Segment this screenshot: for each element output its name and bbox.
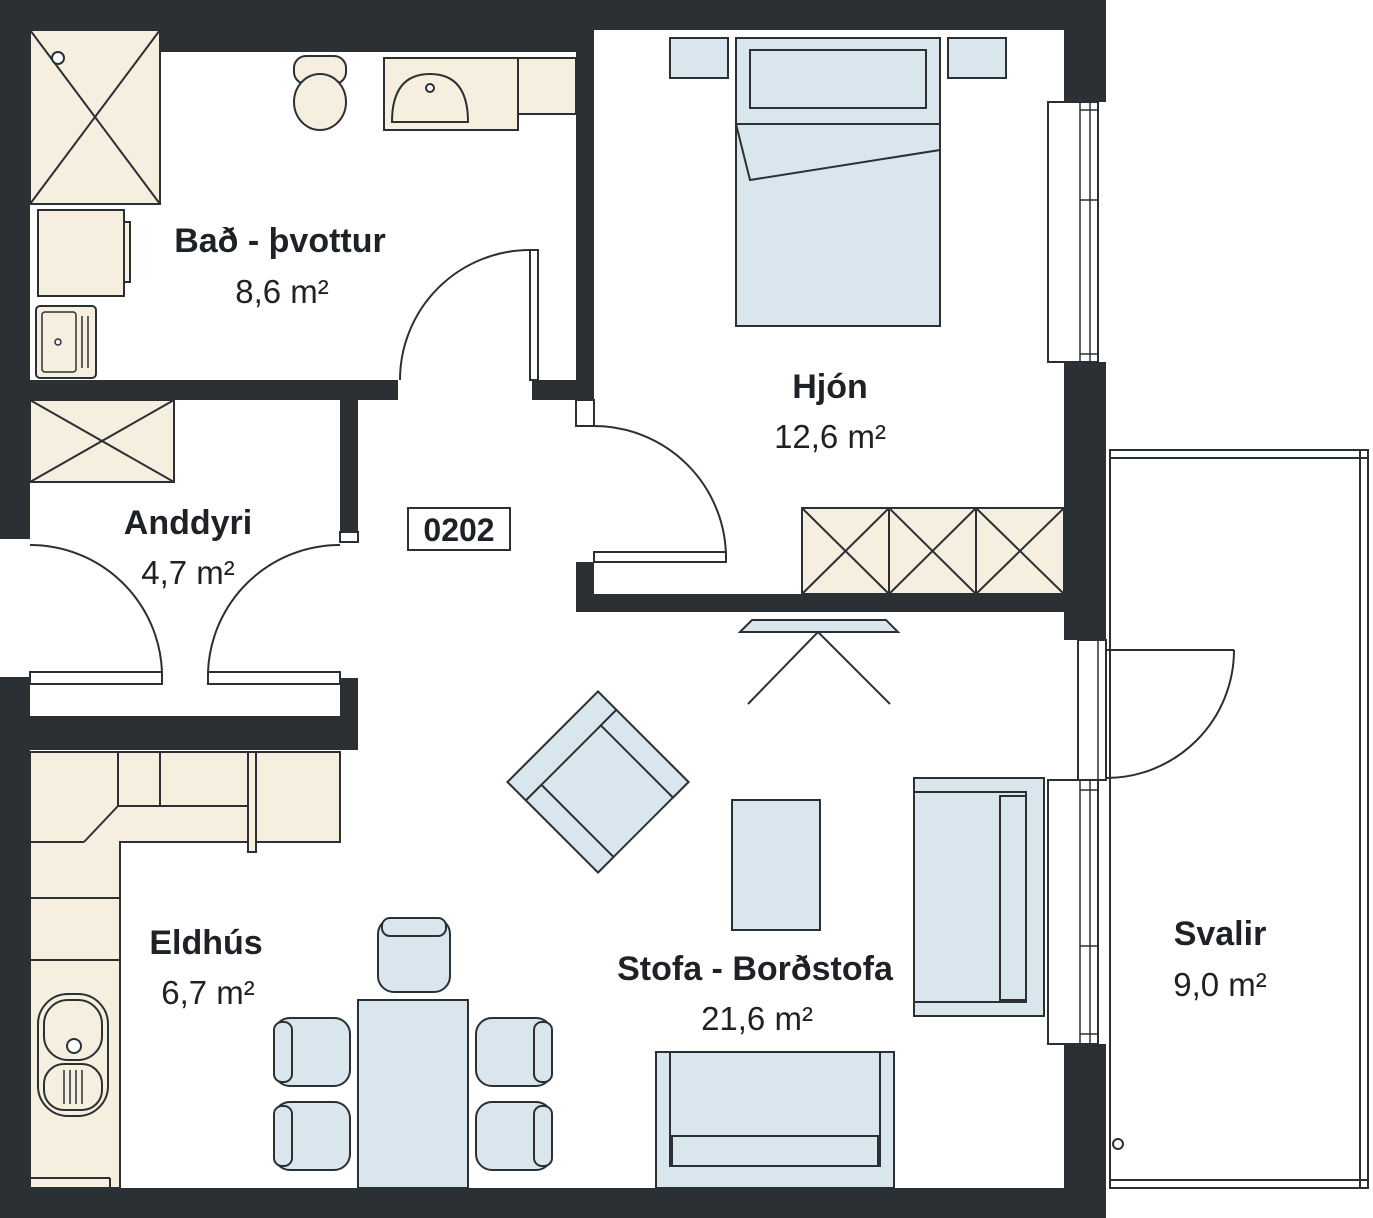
bath-bottom-wall-left bbox=[30, 380, 398, 400]
entry-door-arc-right bbox=[207, 544, 341, 673]
bath-door-leaf bbox=[529, 249, 539, 381]
kitchen-top-wall bbox=[30, 716, 358, 750]
balcony-area: 9,0 m² bbox=[1173, 966, 1267, 1003]
drain-icon bbox=[1112, 1138, 1124, 1150]
room-labels: Bað - þvottur 8,6 m² Hjón 12,6 m² Anddyr… bbox=[124, 222, 1267, 1037]
entry-door-threshold-right bbox=[207, 671, 341, 685]
right-wall-2 bbox=[1064, 362, 1106, 640]
bed-pillows bbox=[749, 49, 927, 109]
unit-number: 0202 bbox=[423, 512, 494, 548]
bath-shelf bbox=[517, 57, 577, 115]
left-wall-lower bbox=[0, 678, 30, 1218]
bath-bedroom-partition bbox=[576, 30, 594, 422]
bed-blanket-fold bbox=[734, 123, 941, 182]
entry-door-arc-left bbox=[29, 544, 163, 673]
right-wall-3 bbox=[1064, 1044, 1106, 1218]
balcony-outline bbox=[1109, 449, 1369, 1189]
exterior-walls bbox=[0, 0, 1106, 1218]
bedroom-furniture bbox=[669, 37, 1065, 595]
bath-area: 8,6 m² bbox=[235, 273, 329, 310]
dining-table bbox=[357, 999, 469, 1189]
nightstand-right bbox=[947, 37, 1007, 79]
entry-area: 4,7 m² bbox=[141, 554, 235, 591]
sink-icon bbox=[390, 72, 470, 123]
balcony-name: Svalir bbox=[1174, 915, 1267, 953]
toilet-bowl bbox=[293, 73, 347, 131]
balcony-door-frame bbox=[1077, 639, 1107, 781]
door-frames bbox=[0, 399, 727, 685]
living-furniture bbox=[273, 619, 1045, 1189]
kitchen-top-wall-stub bbox=[340, 678, 358, 750]
bath-door-arc bbox=[399, 249, 531, 381]
balcony bbox=[1109, 449, 1369, 1189]
bathroom-fixtures bbox=[29, 29, 577, 379]
tv bbox=[737, 619, 901, 633]
kitchen-area: 6,7 m² bbox=[161, 974, 255, 1011]
unit-number-tag: 0202 bbox=[407, 507, 511, 551]
entry-closet bbox=[29, 399, 175, 483]
shower-drain-icon bbox=[51, 51, 65, 65]
bath-bottom-wall-right bbox=[532, 380, 594, 400]
bedroom-name: Hjón bbox=[792, 368, 868, 406]
bedroom-bottom-wall bbox=[576, 594, 1080, 612]
nightstand-left bbox=[669, 37, 729, 79]
balcony-door-arc bbox=[1105, 649, 1235, 779]
kitchen-fixtures bbox=[29, 751, 341, 1189]
entry-door-threshold-left bbox=[29, 671, 163, 685]
left-wall-upper bbox=[0, 0, 30, 538]
bedroom-area: 12,6 m² bbox=[774, 418, 886, 455]
door-swings bbox=[29, 249, 1235, 779]
bottom-wall bbox=[0, 1188, 1106, 1218]
living-name: Stofa - Borðstofa bbox=[617, 950, 894, 988]
coffee-table bbox=[731, 799, 821, 931]
kitchen-name: Eldhús bbox=[149, 924, 262, 962]
washing-machine bbox=[37, 209, 125, 297]
bath-top-ledge bbox=[160, 30, 592, 52]
interior-walls bbox=[30, 30, 1080, 750]
right-wall-1 bbox=[1064, 30, 1106, 102]
armchair bbox=[506, 690, 690, 874]
living-area: 21,6 m² bbox=[701, 1000, 813, 1037]
entry-right-wall bbox=[340, 392, 358, 538]
windows bbox=[1047, 101, 1107, 1045]
utility-sink bbox=[35, 305, 97, 379]
bedroom-door-arc bbox=[593, 425, 727, 559]
top-wall bbox=[0, 0, 1106, 30]
entry-name: Anddyri bbox=[124, 504, 252, 542]
bath-name: Bað - þvottur bbox=[174, 222, 386, 260]
